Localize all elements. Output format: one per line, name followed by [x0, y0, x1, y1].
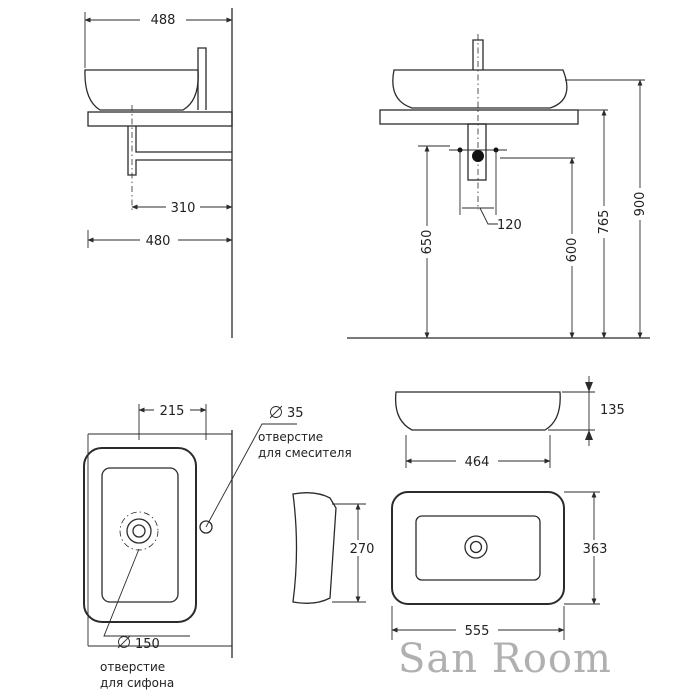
front-dim-600-label: 600 [565, 238, 580, 263]
detail-dim-555-label: 555 [465, 624, 490, 639]
side-dim-310-label: 310 [171, 201, 196, 216]
front-dim-650-label: 650 [420, 230, 435, 255]
front-dim-600-bg [565, 234, 579, 266]
detail-dim-464-bg [456, 453, 498, 469]
front-dim-900-bg [633, 188, 647, 220]
detail-dim-464-label: 464 [465, 455, 490, 470]
side-faucet [197, 47, 207, 110]
side-countertop [87, 111, 233, 127]
side-dim-480-label: 480 [146, 234, 171, 249]
plan-siphon-circle-icon [119, 511, 159, 551]
plan-drain-inner-icon [132, 524, 146, 538]
front-dim-765-bg [597, 206, 611, 238]
side-view: 488 310 480 [84, 8, 233, 338]
plan-siphon-leader [103, 548, 190, 637]
front-view: 120 650 600 765 900 [347, 34, 650, 339]
plan-bowl-outer [83, 447, 197, 623]
front-drain-hole-icon [472, 150, 484, 162]
detail-dim-363-bg [578, 540, 612, 556]
front-dim-900-label: 900 [633, 192, 648, 217]
plan-mixer-label-line2: для смесителя [258, 446, 352, 460]
plan-siphon-diameter-slash [117, 635, 131, 649]
detail-dim-135-label: 135 [600, 403, 625, 418]
side-dim-488-bg [140, 11, 186, 27]
plan-view: 215 35 отверстие для смесителя 150 отвер… [83, 402, 352, 690]
side-bowl [84, 69, 199, 111]
plan-mixer-diameter-slash [269, 405, 283, 419]
front-countertop [379, 109, 579, 125]
plan-mixer-diameter-icon [270, 406, 282, 418]
detail-dim-135-arrow-bottom [585, 430, 593, 440]
plan-siphon-label-line2: для сифона [100, 676, 174, 690]
front-dim-120-leader [479, 207, 498, 225]
detail-dim-135-arrow-top [585, 382, 593, 392]
plan-siphon-label-line1: отверстие [100, 660, 165, 674]
detail-plan-drain-inner-icon [469, 540, 483, 554]
detail-plan-drain-outer-icon [464, 535, 488, 559]
detail-dim-270-label: 270 [350, 542, 375, 557]
detail-bowl-elevation [394, 391, 561, 431]
detail-dim-555-bg [456, 622, 498, 638]
detail-dim-270-bg [346, 540, 378, 556]
watermark-text: San Room [398, 636, 612, 682]
plan-mixer-hole-icon [199, 520, 213, 534]
detail-bowl-plan-outer [391, 491, 565, 605]
plan-bowl-inner [101, 467, 179, 603]
front-dim-765-label: 765 [597, 210, 612, 235]
plan-siphon-diameter-icon [118, 636, 130, 648]
plan-mixer-leader [205, 423, 297, 528]
front-bowl [392, 69, 568, 109]
front-dim-650-bg [420, 226, 434, 258]
plan-mixer-label-line1: отверстие [258, 430, 323, 444]
plan-siphon-size-label: 150 [135, 637, 160, 652]
plan-dim-215-bg [154, 402, 190, 418]
front-drain-pipe [467, 123, 487, 181]
plan-drain-outer-icon [126, 518, 152, 544]
detail-dim-363-label: 363 [583, 542, 608, 557]
side-drain-pipe [127, 126, 232, 176]
side-dim-488-label: 488 [151, 13, 176, 28]
side-dim-480-bg [140, 232, 178, 248]
detail-bowl-side-profile [292, 492, 337, 604]
detail-bowl-plan-inner [415, 515, 541, 581]
front-dim-120-label: 120 [497, 218, 522, 233]
plan-mixer-size-label: 35 [287, 406, 304, 421]
bowl-detail-views: 135 464 270 363 555 [292, 376, 625, 640]
plan-dim-215-label: 215 [160, 404, 185, 419]
side-dim-310-bg [166, 199, 200, 215]
